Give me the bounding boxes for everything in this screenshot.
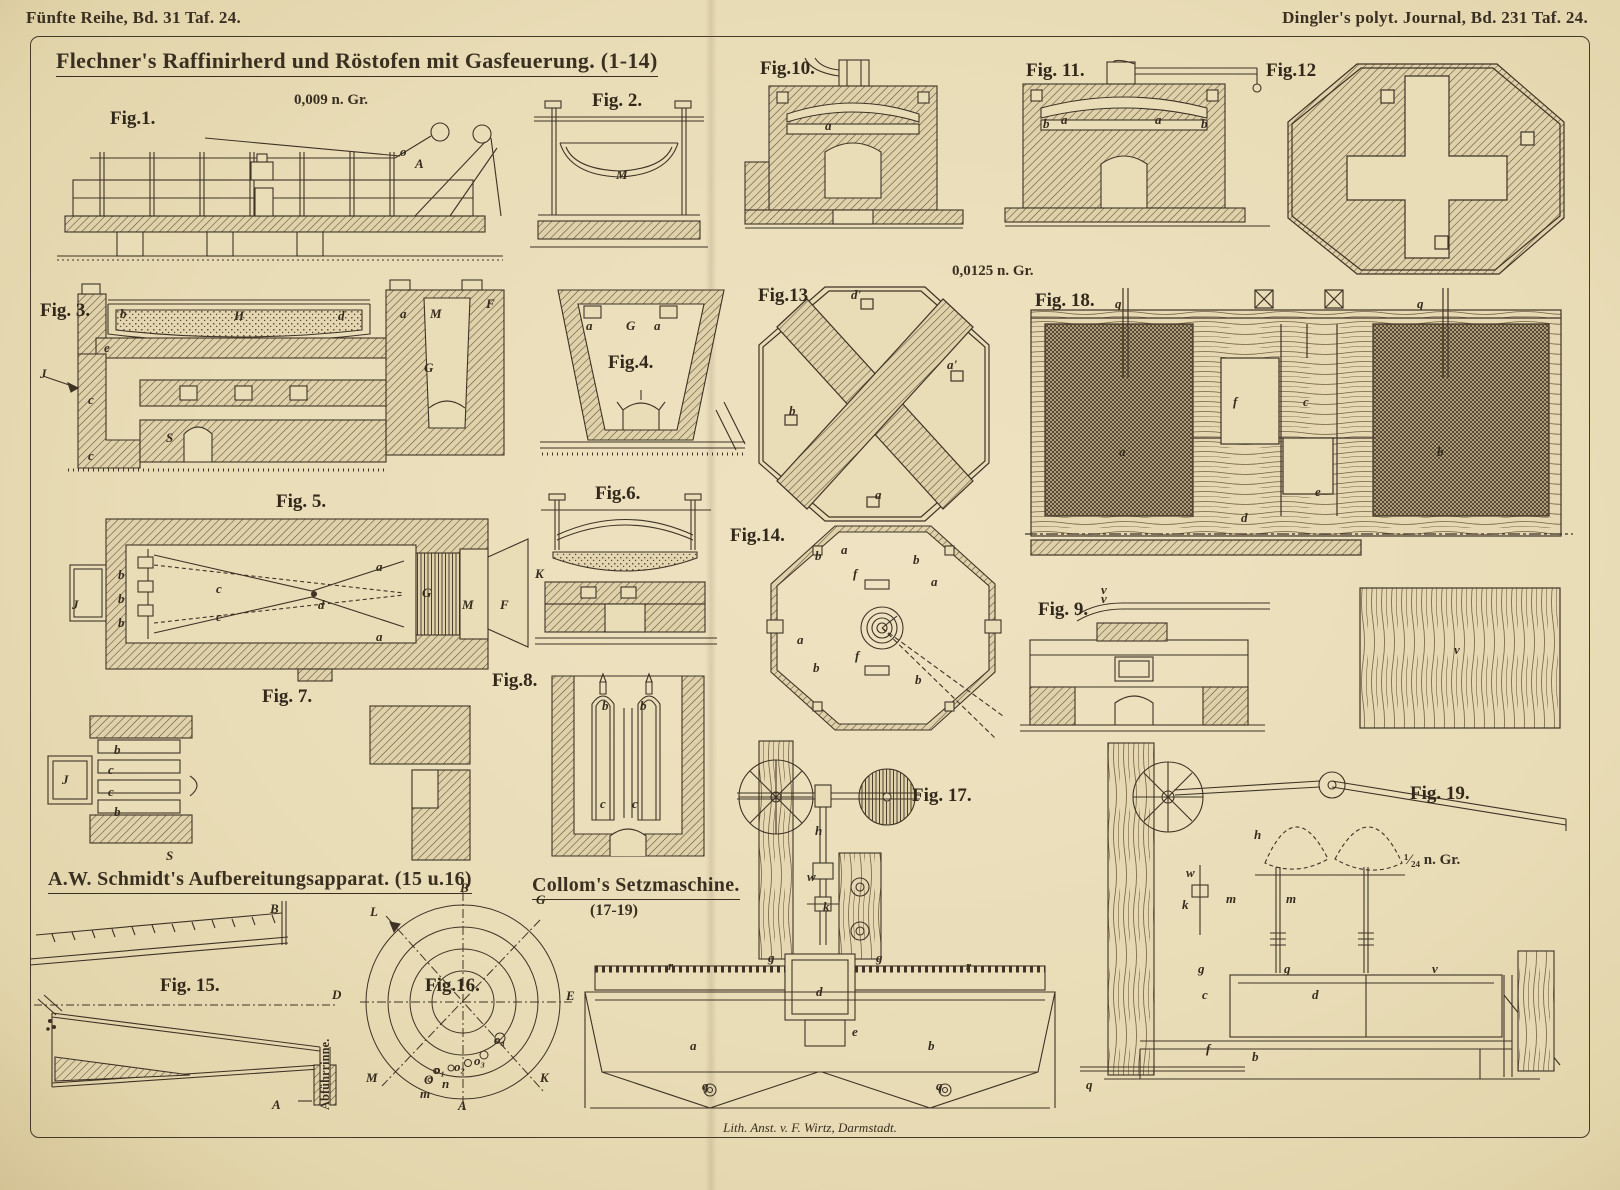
figure-wood-plank: v	[1358, 582, 1563, 734]
plate-border-frame	[30, 36, 1590, 1138]
figure-label-fig11: Fig. 11.	[1026, 60, 1085, 81]
figure-label-fig7: Fig. 7.	[262, 686, 313, 707]
figure-fig2: M	[530, 95, 708, 263]
fig14-drawing	[766, 525, 1004, 739]
fig17-tank-drawing	[584, 953, 1056, 1109]
figure-fig10: a	[744, 57, 964, 256]
figure-label-fig3: Fig. 3.	[40, 300, 91, 321]
figure-label-fig16: Fig.16.	[425, 975, 480, 996]
figure-label-fig15: Fig. 15.	[160, 975, 220, 996]
fig18-drawing	[1025, 288, 1573, 556]
collom-figure-range: (17-19)	[590, 902, 638, 919]
fig3-drawing	[42, 279, 505, 472]
fig8-drawing	[551, 672, 705, 857]
scale-note-fig1: 0,009 n. Gr.	[294, 92, 369, 108]
fig4-drawing	[540, 289, 746, 456]
figure-label-fig5: Fig. 5.	[276, 491, 327, 512]
plate-title-flechner: Flechner's Raffinirherd und Röstofen mit…	[56, 48, 658, 77]
fig9-drawing	[1020, 602, 1270, 732]
header-journal: Dingler's polyt. Journal, Bd. 231 Taf. 2…	[1282, 8, 1588, 27]
scale-note-fig13: 0,0125 n. Gr.	[952, 263, 1034, 279]
figure-label-fig19: Fig. 19.	[1410, 783, 1470, 804]
figure-label-fig4: Fig.4.	[608, 352, 654, 373]
figure-label-fig13: Fig.13	[758, 285, 809, 306]
figure-label-fig6: Fig.6.	[595, 483, 641, 504]
figure-label-fig10: Fig.10.	[760, 58, 815, 79]
fig12-drawing	[1287, 63, 1565, 275]
figure-label-fig17: Fig. 17.	[912, 785, 972, 806]
scale-note-fig19: ¹⁄₂₄ n. Gr.	[1404, 852, 1461, 868]
fig2-drawing	[530, 100, 708, 248]
figure-label-fig1: Fig.1.	[110, 108, 156, 129]
fig15-drawing	[29, 901, 337, 1106]
plate-title-collom: Collom's Setzmaschine.	[532, 874, 740, 900]
fig1-drawing	[57, 122, 503, 261]
lithographer-credit: Lith. Anst. v. F. Wirtz, Darmstadt.	[723, 1120, 897, 1135]
fig6-drawing	[535, 493, 717, 645]
fig7-drawing	[47, 705, 471, 861]
figure-label-fig9: Fig. 9.	[1038, 599, 1089, 620]
fig17-mechanism-drawing	[737, 740, 920, 960]
plank-drawing	[1359, 587, 1561, 729]
fig11-drawing	[1004, 59, 1270, 227]
fig10-drawing	[744, 57, 964, 229]
figure-label-fig14: Fig.14.	[730, 525, 785, 546]
fig5-drawing	[69, 518, 529, 682]
figure-fig6: K	[535, 490, 717, 662]
figure-label-fig8: Fig.8.	[492, 670, 538, 691]
fig16-drawing	[360, 892, 572, 1112]
figure-label-fig12: Fig.12	[1266, 60, 1317, 81]
header-series: Fünfte Reihe, Bd. 31 Taf. 24.	[26, 8, 242, 27]
figure-label-fig2: Fig. 2.	[592, 90, 643, 111]
fig13-drawing	[758, 286, 990, 522]
figure-label-fig18: Fig. 18.	[1035, 290, 1095, 311]
plate-title-schmidt: A.W. Schmidt's Aufbereitungsapparat. (15…	[48, 868, 472, 894]
figure-fig12	[1285, 60, 1567, 278]
fig19-drawing	[1080, 742, 1567, 1080]
